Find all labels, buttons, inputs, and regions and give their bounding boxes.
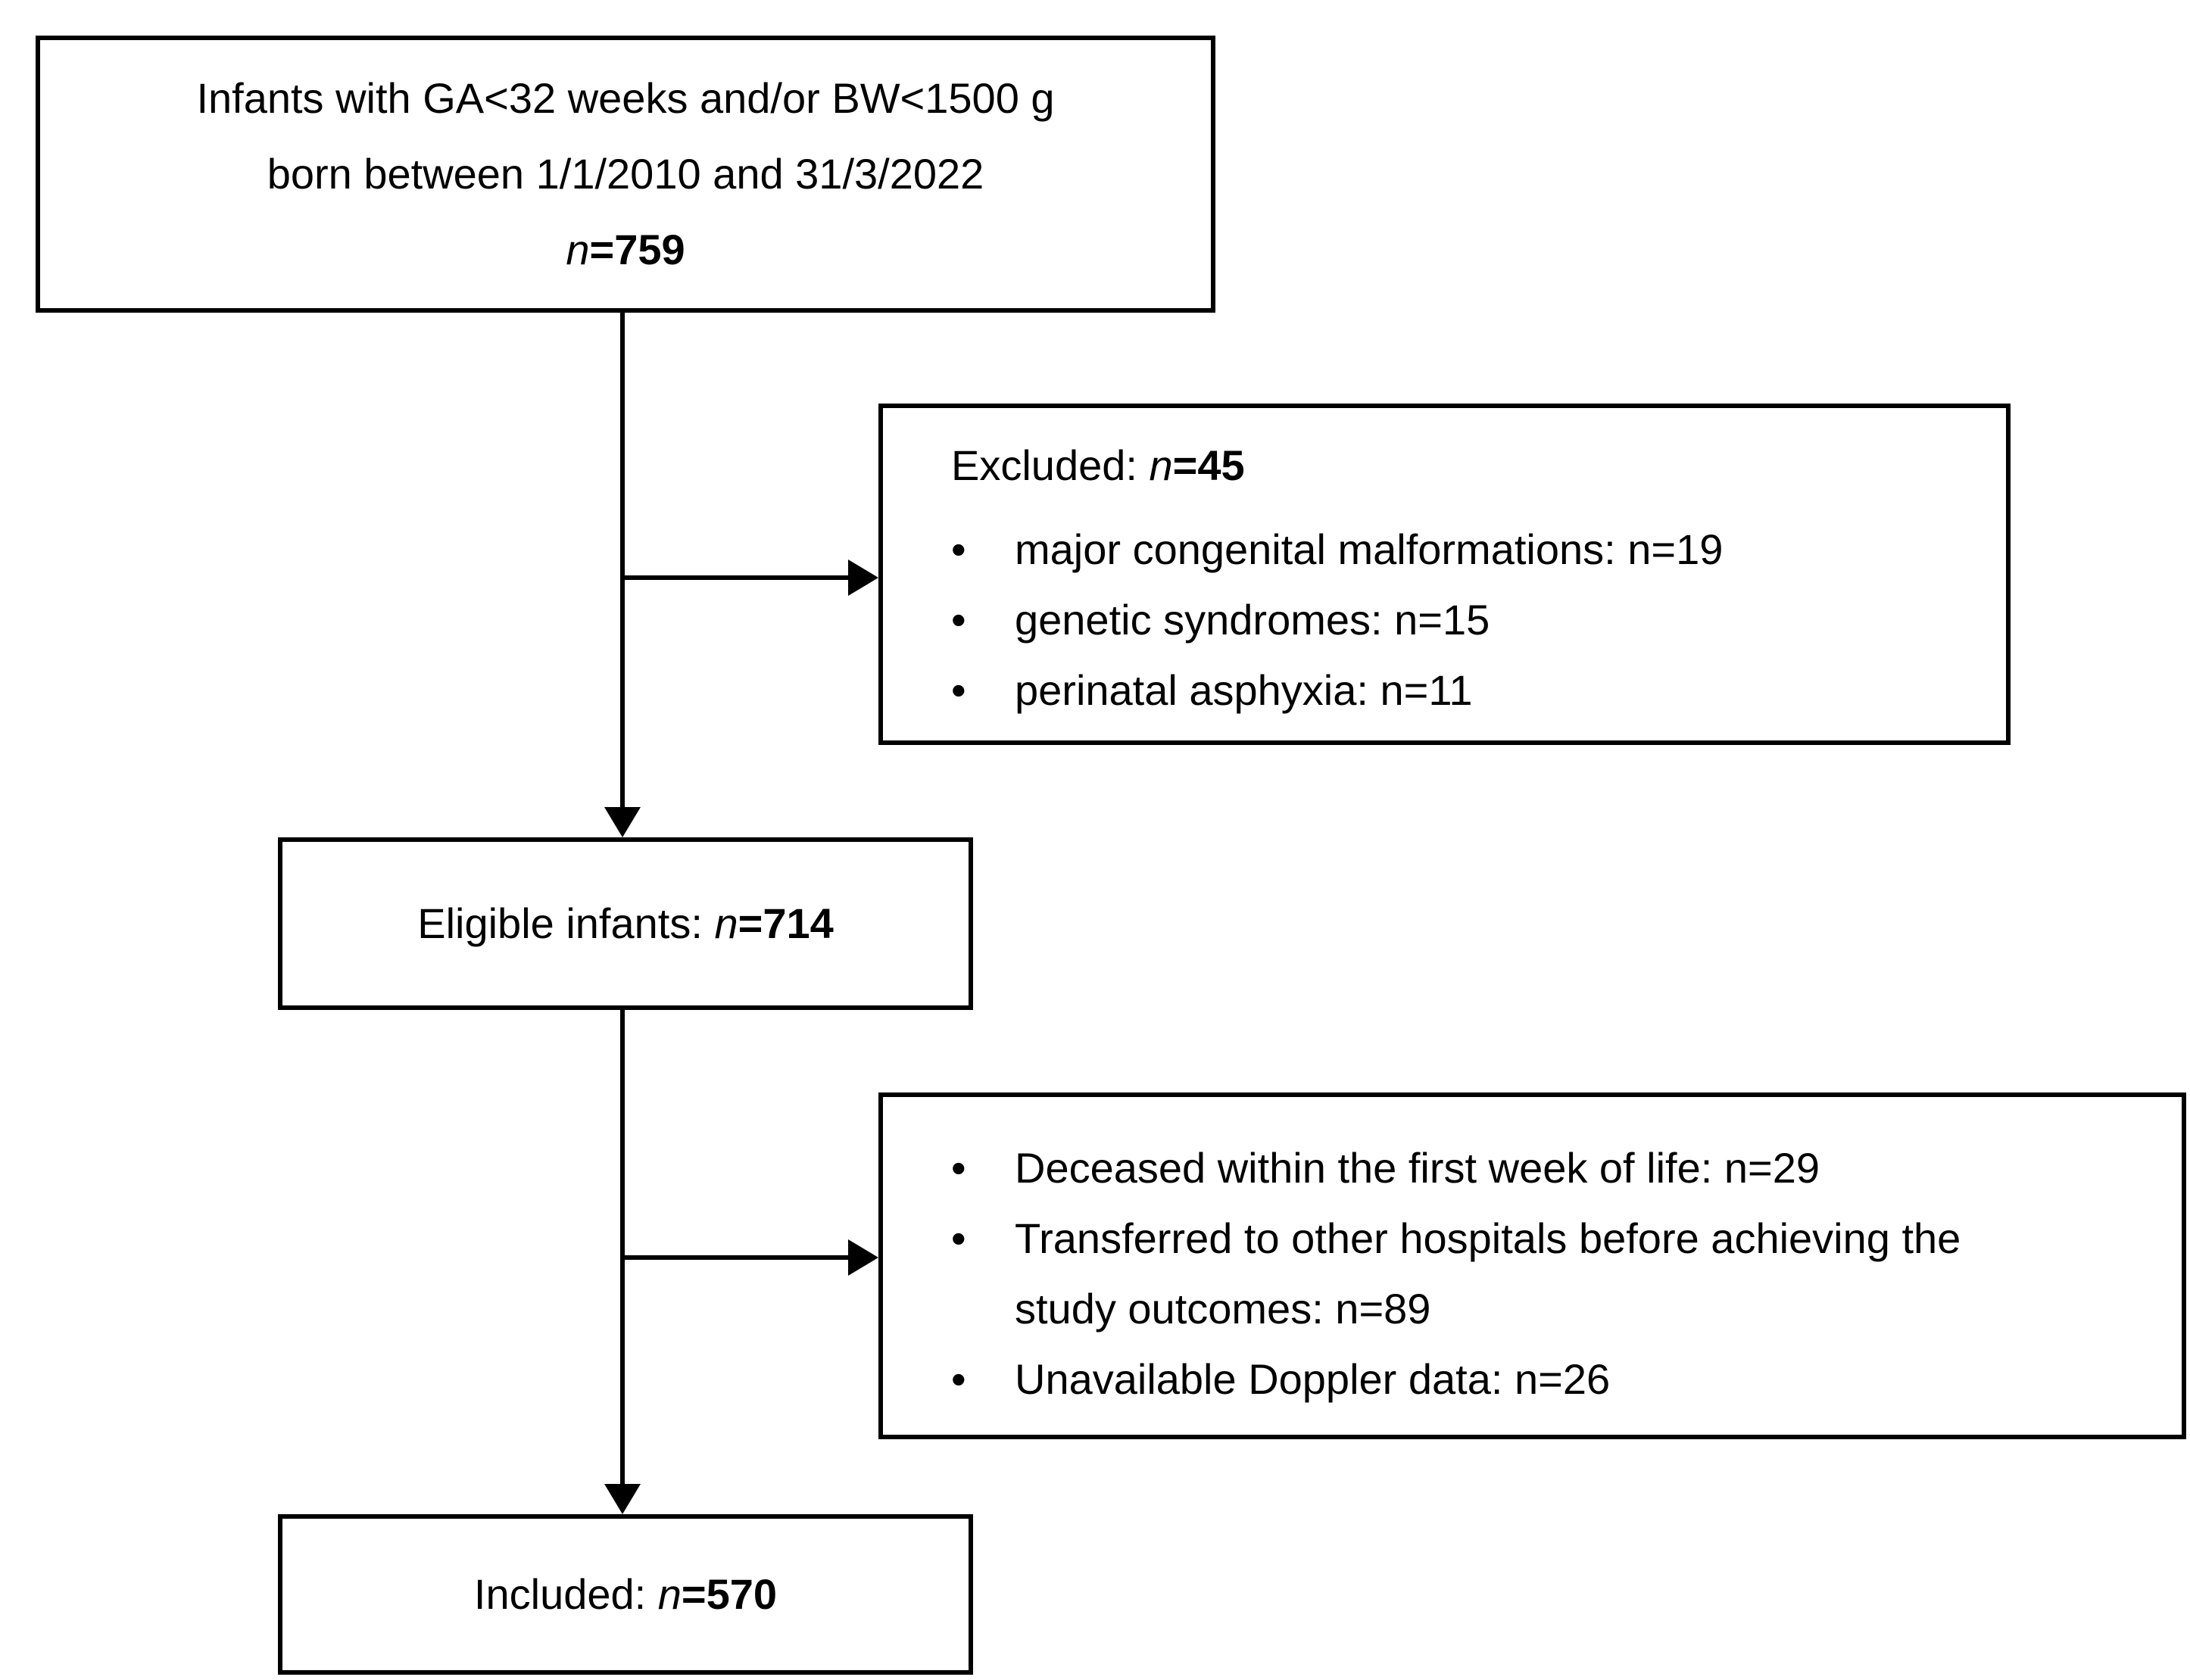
bullet-marker: •	[951, 1144, 966, 1192]
list-item: • Deceased within the first week of life:…	[951, 1133, 2151, 1204]
population-line1: Infants with GA<32 weeks and/or BW<1500 …	[196, 74, 1055, 123]
excluded-title: Excluded: n=45	[951, 431, 1976, 501]
bullet-marker: •	[951, 665, 966, 714]
list-item: • Transferred to other hospitals before a…	[951, 1204, 2151, 1345]
bullet-marker: •	[951, 525, 966, 573]
eligible-n-symbol: n	[714, 899, 738, 948]
arrowhead-right-icon	[848, 559, 878, 596]
attrition-reason-2: Transferred to other hospitals before ac…	[1015, 1214, 1961, 1332]
included-n-symbol: n	[657, 1570, 682, 1619]
list-item: • perinatal asphyxia: n=11	[951, 656, 1976, 726]
box-population: Infants with GA<32 weeks and/or BW<1500 …	[36, 36, 1215, 313]
included-count: Included: n=570	[474, 1557, 777, 1632]
attrition-reason-1: Deceased within the first week of life: …	[1015, 1144, 1820, 1192]
population-line2: born between 1/1/2010 and 31/3/2022	[267, 150, 984, 198]
arrowhead-down-icon	[604, 807, 641, 837]
connector-to-attrition	[620, 1255, 848, 1260]
eligible-label: Eligible infants:	[417, 899, 715, 948]
attrition-reason-3: Unavailable Doppler data: n=26	[1015, 1354, 1611, 1403]
excluded-reason-2: genetic syndromes: n=15	[1015, 595, 1490, 644]
box-included: Included: n=570	[278, 1514, 973, 1675]
bullet-marker: •	[951, 1214, 966, 1262]
list-item: • major congenital malformations: n=19	[951, 515, 1976, 585]
population-count: n=759	[566, 212, 685, 288]
connector-to-excluded	[620, 575, 848, 580]
list-item: • Unavailable Doppler data: n=26	[951, 1345, 2151, 1415]
included-n-value: =570	[681, 1570, 778, 1619]
box-eligible: Eligible infants: n=714	[278, 837, 973, 1010]
list-item: • genetic syndromes: n=15	[951, 585, 1976, 656]
excluded-reason-1: major congenital malformations: n=19	[1015, 525, 1724, 573]
box-excluded: Excluded: n=45 • major congenital malform…	[878, 404, 2011, 745]
eligible-n-value: =714	[738, 899, 834, 948]
box-attrition: • Deceased within the first week of life:…	[878, 1092, 2186, 1439]
included-label: Included:	[473, 1570, 658, 1619]
population-n-symbol: n	[566, 225, 590, 273]
arrowhead-right-icon	[848, 1239, 878, 1276]
population-n-value: =759	[589, 225, 685, 273]
excluded-title-text: Excluded:	[951, 441, 1150, 489]
attrition-bullet-list: • Deceased within the first week of life:…	[951, 1133, 2151, 1415]
excluded-n-symbol: n	[1149, 441, 1173, 489]
arrowhead-down-icon	[604, 1484, 641, 1514]
excluded-bullet-list: • major congenital malformations: n=19 • g…	[951, 515, 1976, 726]
bullet-marker: •	[951, 1354, 966, 1403]
connector-eligible-to-included	[620, 1010, 625, 1484]
connector-population-to-eligible	[620, 313, 625, 810]
bullet-marker: •	[951, 595, 966, 644]
excluded-n-value: =45	[1172, 441, 1245, 489]
eligible-count: Eligible infants: n=714	[417, 886, 834, 962]
excluded-reason-3: perinatal asphyxia: n=11	[1015, 665, 1473, 714]
